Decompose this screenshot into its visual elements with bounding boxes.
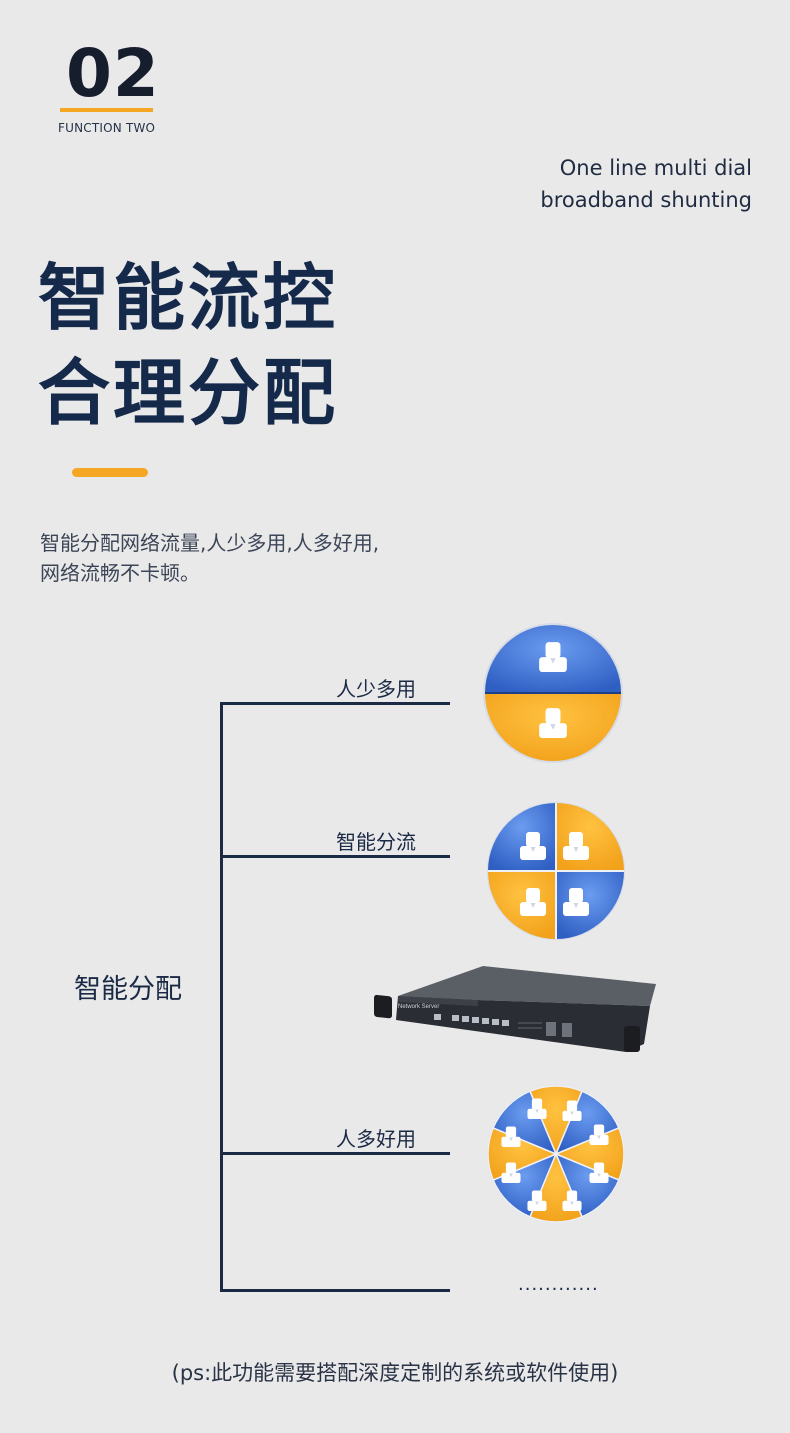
headline-line1: 智能流控 [38, 256, 339, 340]
headline-line2: 合理分配 [38, 351, 339, 435]
branch-line-1 [220, 702, 450, 705]
four-user-split-circle-icon [487, 802, 625, 940]
network-server-device: Network Server [374, 966, 656, 1052]
branch-label-1: 人少多用 [336, 677, 416, 701]
english-subtitle-line2: broadband shunting [540, 188, 752, 212]
number-underline [60, 108, 153, 112]
diagram-root-label: 智能分配 [74, 974, 182, 1005]
description-line1: 智能分配网络流量,人少多用,人多好用, [40, 531, 380, 555]
branch-label-2: 智能分流 [336, 830, 416, 854]
tree-trunk-line [220, 702, 223, 1292]
svg-text:Network Server: Network Server [398, 1004, 439, 1010]
eight-user-split-circle-icon [487, 1085, 625, 1223]
function-number: 02 [66, 35, 160, 112]
two-user-split-circle-icon [483, 623, 623, 763]
function-label: FUNCTION TWO [58, 121, 156, 135]
branch-line-2 [220, 855, 450, 858]
branch-line-3 [220, 1152, 450, 1155]
description-line2: 网络流畅不卡顿。 [40, 561, 200, 585]
ellipsis: ............ [518, 1274, 599, 1295]
branch-line-4 [220, 1289, 450, 1292]
footer-note: (ps:此功能需要搭配深度定制的系统或软件使用) [171, 1361, 619, 1385]
branch-label-3: 人多好用 [336, 1127, 416, 1151]
pie-wedge [492, 1090, 558, 1156]
accent-bar [72, 468, 148, 477]
english-subtitle-line1: One line multi dial [559, 156, 752, 180]
